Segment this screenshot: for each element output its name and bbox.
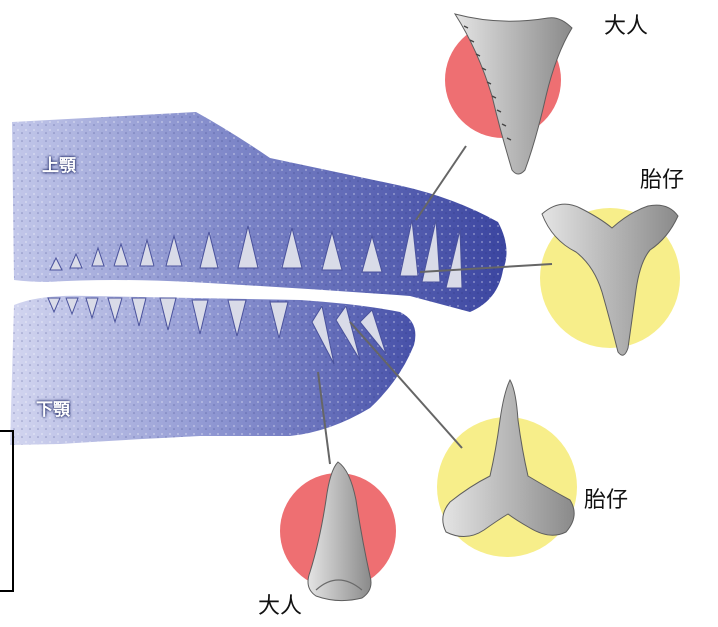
- upper-jaw-label: 上顎: [42, 158, 76, 175]
- adult-upper-label: 大人: [604, 16, 648, 38]
- frame-bracket: [0, 430, 14, 592]
- lower-jaw-label: 下顎: [36, 402, 70, 419]
- fetal-upper-label: 胎仔: [640, 170, 684, 192]
- adult-lower-label: 大人: [258, 596, 302, 618]
- fetal-lower-label: 胎仔: [584, 490, 628, 512]
